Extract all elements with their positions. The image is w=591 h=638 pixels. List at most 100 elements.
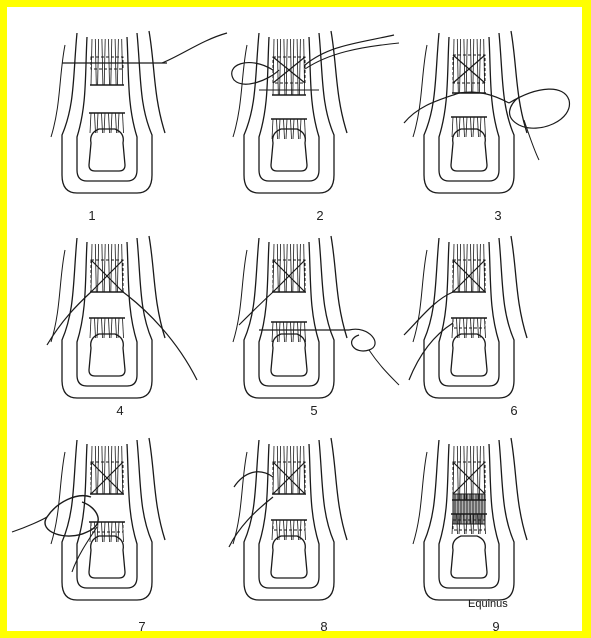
panel-7-label: 7 (127, 619, 157, 634)
tendon-fibre-upper (464, 244, 465, 292)
tendon-fibre-upper (98, 39, 99, 85)
tendon-fibre-lower (116, 113, 117, 133)
tendon-fibre-upper (297, 39, 298, 95)
tendon-fibre-upper (477, 446, 478, 500)
side-contour-left (413, 45, 427, 137)
tendon-fibre-upper (117, 446, 118, 494)
panel-6: 6 (399, 230, 574, 430)
tendon-window (451, 536, 487, 578)
tendon-diagram-1 (37, 25, 212, 215)
tendon-fibre-lower (279, 322, 280, 342)
equinus-annotation: Equinus (468, 598, 508, 610)
tendon-fibre-lower (95, 318, 96, 338)
tendon-diagram-9 (399, 432, 574, 622)
tendon-fibre-lower (277, 322, 278, 342)
tendon-fibre-lower (480, 117, 481, 137)
panel-1-label: 1 (77, 208, 107, 223)
side-contour-left (233, 250, 247, 342)
side-contour-right (511, 31, 527, 133)
tendon-window (89, 536, 125, 578)
tendon-fibre-upper (460, 446, 461, 500)
tendon-fibre-upper (102, 244, 103, 292)
tendon-fibre-upper (102, 39, 103, 85)
tendon-fibre-upper (460, 39, 461, 93)
side-contour-right (511, 438, 527, 540)
side-contour-right (149, 31, 165, 133)
tendon-fibre-upper (104, 39, 105, 85)
needle-thread (12, 517, 47, 532)
tendon-fibre-upper (299, 446, 300, 494)
tendon-fibre-upper (95, 244, 96, 292)
tendon-fibre-upper (466, 446, 467, 500)
tendon-fibre-upper (479, 39, 480, 93)
tendon-fibre-lower (298, 119, 299, 139)
tendon-fibre-lower (485, 117, 486, 137)
tendon-fibre-lower (305, 322, 306, 342)
tendon-fibre-lower (298, 322, 299, 342)
tendon-fibre-lower (279, 119, 280, 139)
needle-thread (369, 350, 399, 385)
tendon-fibre-upper (291, 39, 292, 95)
tendon-fibre-lower (293, 520, 294, 540)
tendon-fibre-lower (111, 318, 112, 338)
tendon-fibre-upper (286, 446, 287, 494)
tendon-fibre-upper (479, 244, 480, 292)
panel-8: 8 (219, 432, 394, 632)
tendon-fibre-upper (473, 244, 474, 292)
outer-sheath (62, 440, 152, 600)
outer-sheath (244, 238, 334, 398)
tendon-fibre-upper (111, 446, 112, 494)
tendon-fibre-upper (471, 446, 472, 500)
tendon-fibre-lower (111, 522, 112, 542)
tendon-fibre-lower (291, 119, 292, 139)
tendon-fibre-upper (457, 244, 458, 292)
panel-7: 7 (37, 432, 212, 632)
tendon-fibre-upper (122, 39, 123, 85)
tendon-outline (77, 444, 137, 588)
tendon-outline (439, 37, 499, 181)
tendon-fibre-lower (464, 117, 465, 137)
tendon-fibre-lower (452, 117, 453, 137)
tendon-fibre-upper (117, 244, 118, 292)
tendon-fibre-upper (291, 244, 292, 292)
tendon-fibre-upper (457, 446, 458, 500)
panel-4: 4 (37, 230, 212, 430)
tendon-fibre-upper (115, 39, 116, 85)
tendon-fibre-upper (111, 39, 112, 85)
tendon-fibre-upper (109, 446, 110, 494)
side-contour-right (149, 438, 165, 540)
tendon-fibre-lower (90, 318, 91, 338)
tendon-fibre-upper (104, 244, 105, 292)
panel-2: 2 (219, 25, 394, 225)
tendon-fibre-lower (293, 322, 294, 342)
tendon-fibre-lower (478, 117, 479, 137)
tendon-window (271, 129, 307, 171)
tendon-fibre-upper (111, 244, 112, 292)
tendon-fibre-upper (284, 446, 285, 494)
tendon-fibre-upper (477, 39, 478, 93)
panel-6-label: 6 (499, 403, 529, 418)
tendon-fibre-lower (95, 113, 96, 133)
tendon-fibre-upper (109, 244, 110, 292)
tendon-fibre-lower (300, 119, 301, 139)
panel-3: 3 (399, 25, 574, 225)
tendon-diagram-4 (37, 230, 212, 420)
tendon-fibre-lower (104, 318, 105, 338)
tendon-window (89, 334, 125, 376)
tendon-fibre-upper (280, 39, 281, 95)
tendon-fibre-lower (277, 119, 278, 139)
tendon-fibre-upper (102, 446, 103, 494)
tendon-fibre-upper (104, 446, 105, 494)
tendon-diagram-8 (219, 432, 394, 622)
tendon-fibre-upper (471, 39, 472, 93)
tendon-fibre-upper (479, 446, 480, 500)
tendon-fibre-upper (457, 39, 458, 93)
tendon-fibre-upper (471, 244, 472, 292)
tendon-fibre-lower (102, 113, 103, 133)
tendon-diagram-3 (399, 25, 574, 215)
tendon-fibre-lower (109, 318, 110, 338)
tendon-fibre-lower (109, 113, 110, 133)
panel-5-label: 5 (299, 403, 329, 418)
tendon-outline (77, 242, 137, 386)
side-contour-left (51, 45, 65, 137)
